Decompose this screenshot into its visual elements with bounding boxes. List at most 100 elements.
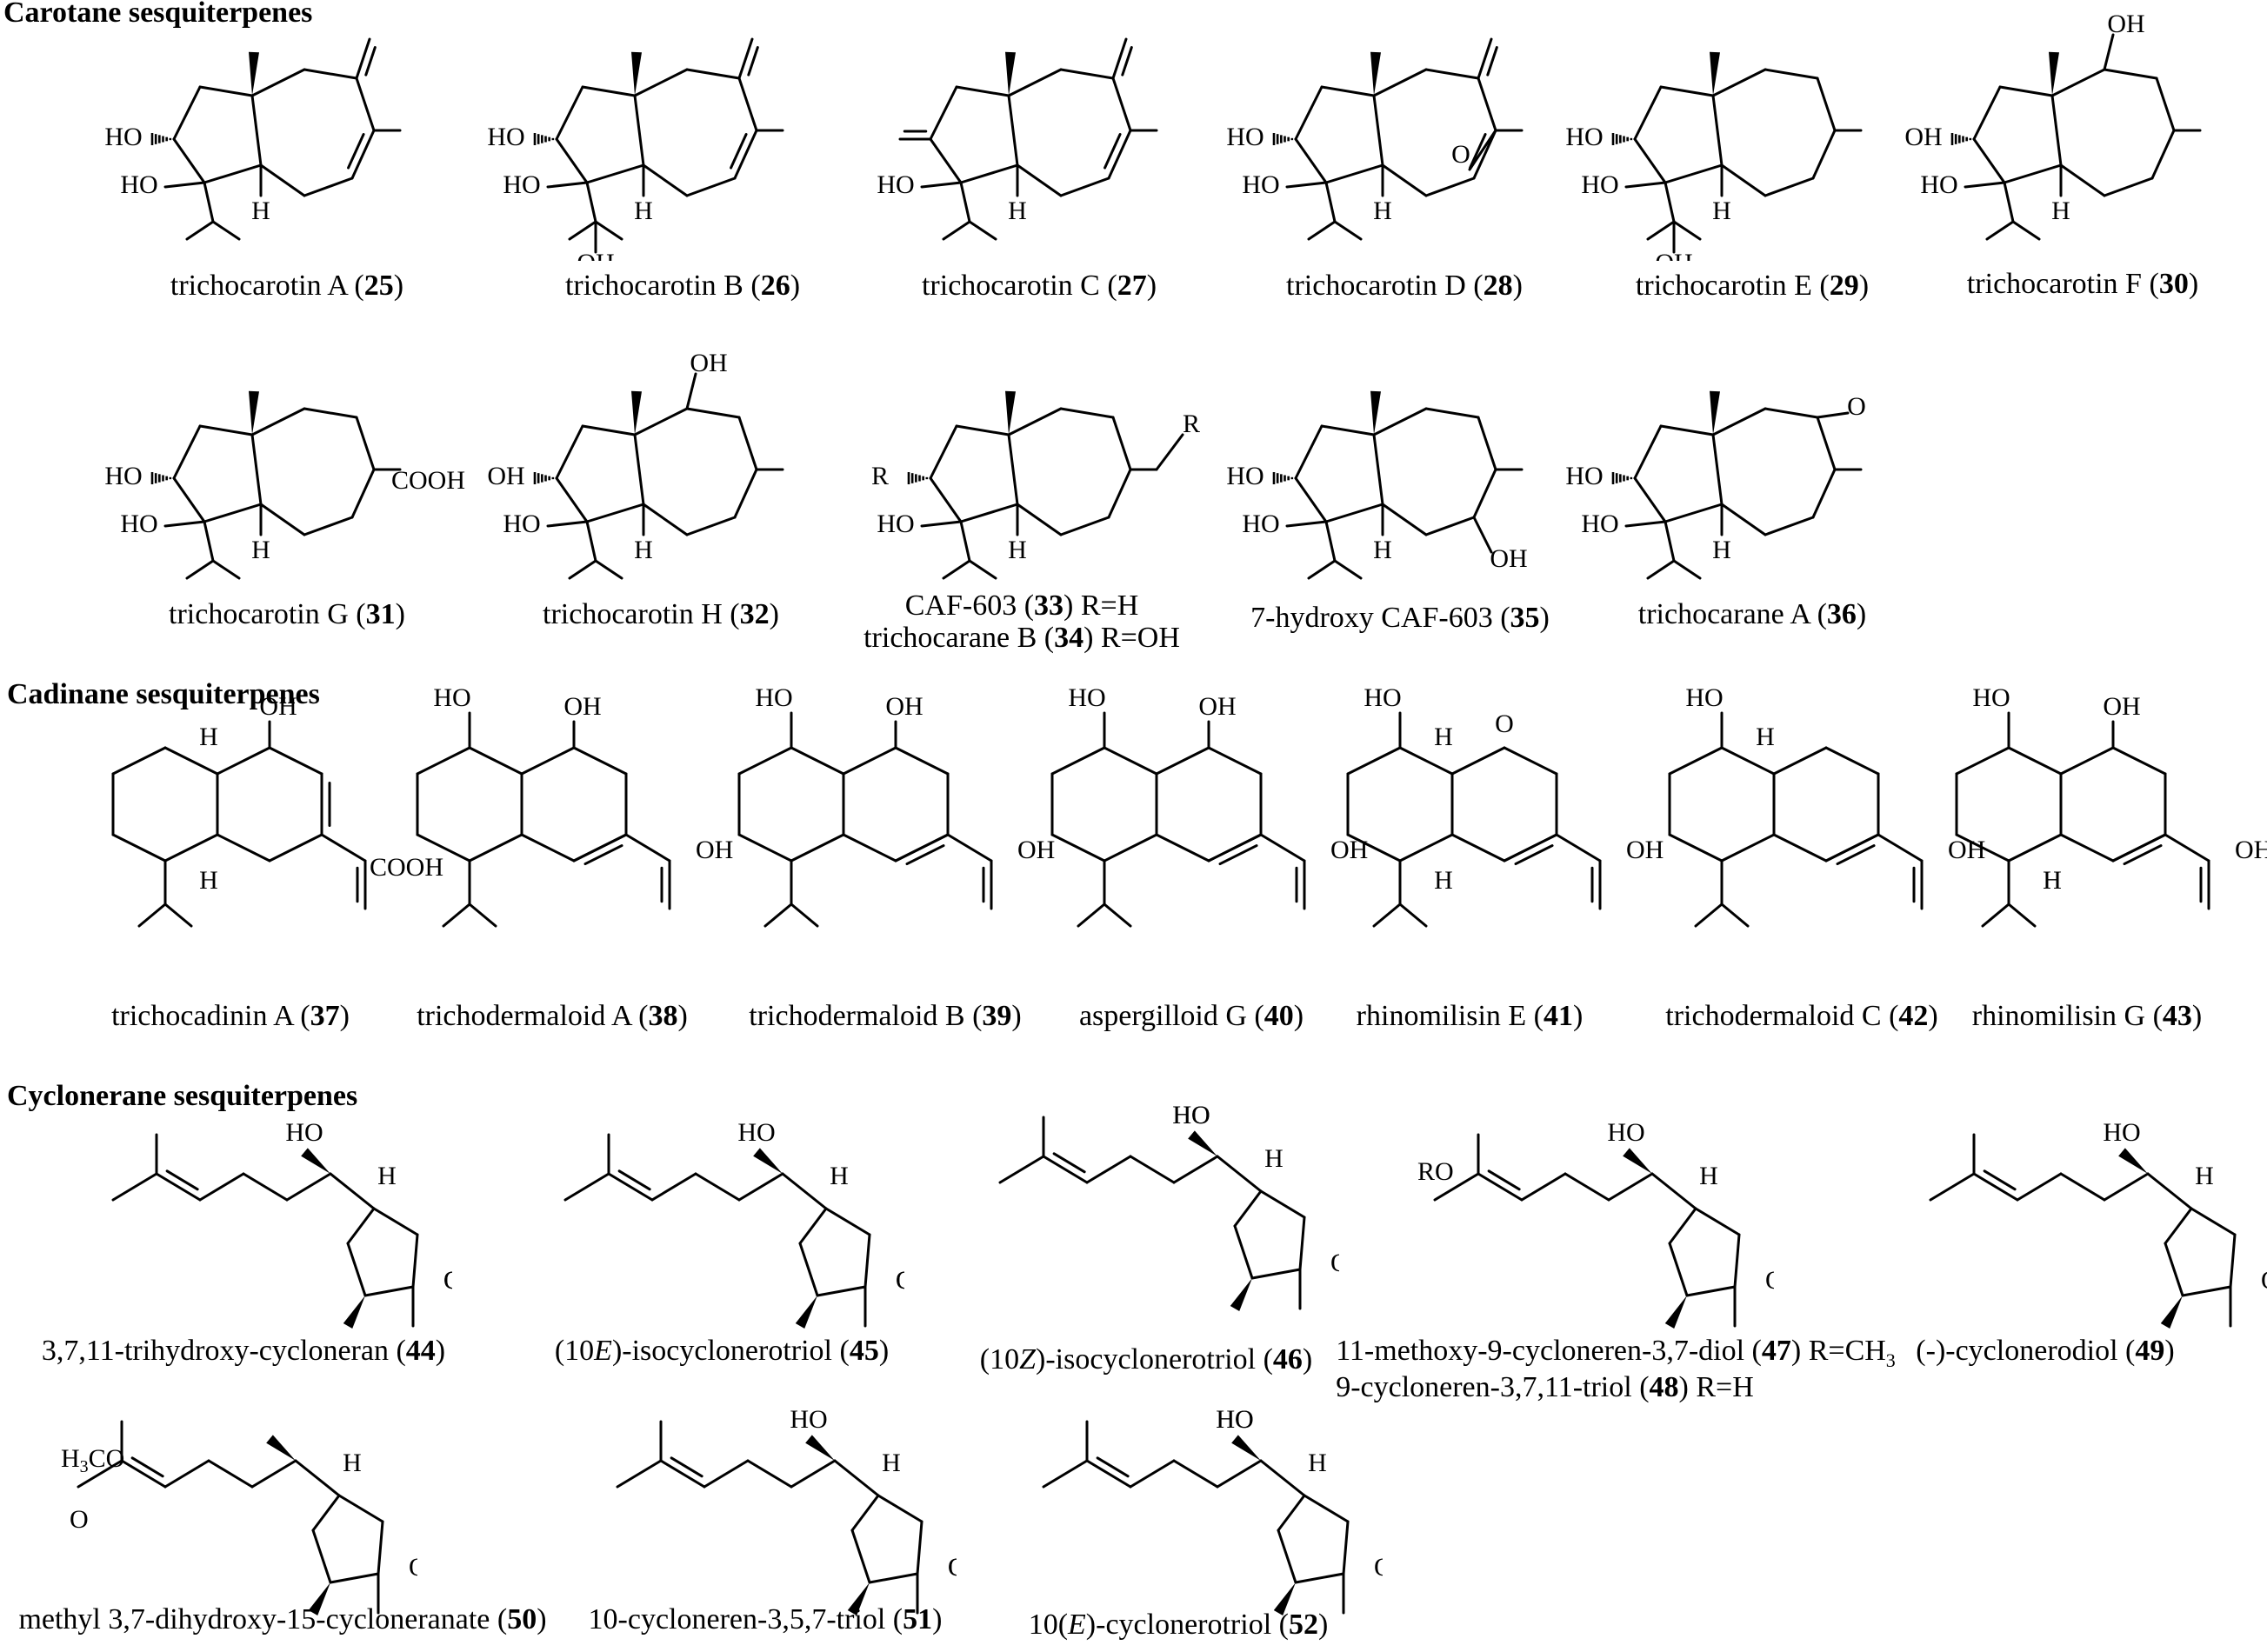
bond — [1955, 746, 2010, 776]
atom-label: H — [343, 1449, 362, 1477]
bond — [211, 559, 241, 580]
bond — [1007, 407, 1063, 436]
bond — [2050, 94, 2063, 167]
compound-number: 45 — [849, 1335, 879, 1367]
bond — [1664, 520, 1676, 563]
bond — [163, 520, 206, 528]
bond — [355, 416, 376, 471]
double-bond — [1972, 1172, 2019, 1202]
compound-name: (10Z)-isocyclonerotriol (46) — [979, 1343, 1313, 1376]
bond — [916, 1520, 923, 1575]
bond — [959, 163, 1019, 184]
bond — [968, 220, 997, 241]
atom-label: H — [882, 1449, 901, 1477]
atom-label: H — [1008, 536, 1027, 564]
bond — [1372, 903, 1402, 928]
bond — [363, 1285, 415, 1297]
atom-label: OH — [2235, 836, 2267, 864]
bond — [1155, 833, 1210, 863]
compound-number: 37 — [310, 1000, 340, 1032]
bond — [624, 833, 671, 863]
bond — [520, 746, 576, 776]
bond — [929, 85, 958, 141]
bond — [1294, 476, 1328, 523]
bond — [2007, 746, 2063, 776]
bond — [1624, 181, 1667, 189]
bond — [350, 468, 376, 519]
compound-name: 7-hydroxy CAF-603 (35) — [1250, 602, 1550, 634]
bond — [1929, 1172, 1976, 1202]
wedge-bond — [1230, 1278, 1252, 1311]
bond — [1285, 181, 1328, 189]
atom-label: HO — [1226, 462, 1264, 490]
bond — [203, 163, 263, 184]
bond — [1129, 1459, 1176, 1489]
compound-number: 36 — [1826, 598, 1857, 630]
bond — [1668, 833, 1724, 863]
bond — [650, 1172, 697, 1202]
compound-number: 52 — [1288, 1609, 1318, 1641]
double-bond-inner — [617, 1169, 651, 1191]
atom-label: OH — [896, 1266, 904, 1295]
bond — [581, 424, 637, 436]
bond — [1433, 1172, 1480, 1202]
bond — [1333, 220, 1363, 241]
atom-label: O — [1451, 140, 1470, 169]
bond — [1250, 1268, 1302, 1280]
bond — [1711, 407, 1767, 436]
bond — [411, 1233, 419, 1289]
bond — [585, 520, 597, 563]
bond — [198, 85, 254, 97]
compound-name-text: trichocarotin G — [169, 598, 349, 630]
bond — [1477, 77, 1497, 132]
atom-label: H — [2195, 1162, 2214, 1190]
bond — [703, 1459, 750, 1489]
bond — [1472, 468, 1497, 519]
atom-label: HO — [1242, 170, 1279, 199]
compound-name-text: rhinomilisin E — [1356, 1000, 1527, 1032]
bond — [585, 163, 645, 184]
bond — [216, 833, 271, 863]
caption-compound-28: trichocarotin D (28) — [1286, 270, 1523, 302]
double-bond — [1503, 833, 1558, 863]
atom-label: HO — [503, 510, 540, 538]
atom-label: HO — [1565, 123, 1603, 151]
bond — [1016, 503, 1063, 536]
bond — [1633, 137, 1667, 184]
atom-label: HO — [1068, 687, 1105, 712]
bond — [798, 1242, 819, 1297]
bond — [1720, 833, 1776, 863]
bond — [211, 220, 241, 241]
atom-label: HO — [1172, 1101, 1210, 1129]
bond — [1664, 163, 1724, 184]
caption-compound-50: methyl 3,7-dihydroxy-15-cycloneranate (5… — [18, 1603, 546, 1635]
bond — [111, 1172, 158, 1202]
double-bond — [733, 129, 758, 180]
bond — [959, 181, 971, 223]
atom-label: HO — [1685, 687, 1723, 712]
double-bond-inner — [730, 133, 748, 170]
bond — [172, 424, 202, 480]
atom-label: O — [70, 1505, 89, 1534]
bond — [1303, 1494, 1350, 1523]
bond — [1555, 833, 1602, 863]
compound-number: 43 — [2162, 1000, 2192, 1032]
double-bond — [737, 37, 754, 80]
bond — [1216, 1155, 1263, 1193]
bond — [1346, 746, 1402, 776]
bond — [320, 833, 367, 863]
bond — [172, 476, 206, 523]
atom-label: HO — [433, 687, 470, 712]
caption-compound-32: trichocarotin H (32) — [543, 598, 779, 630]
atom-label: H3CO — [61, 1444, 124, 1476]
bond — [946, 833, 993, 863]
double-bond — [572, 833, 628, 863]
double-bond — [1042, 1155, 1089, 1184]
bond — [203, 503, 263, 523]
wedge-bond — [1370, 390, 1381, 435]
